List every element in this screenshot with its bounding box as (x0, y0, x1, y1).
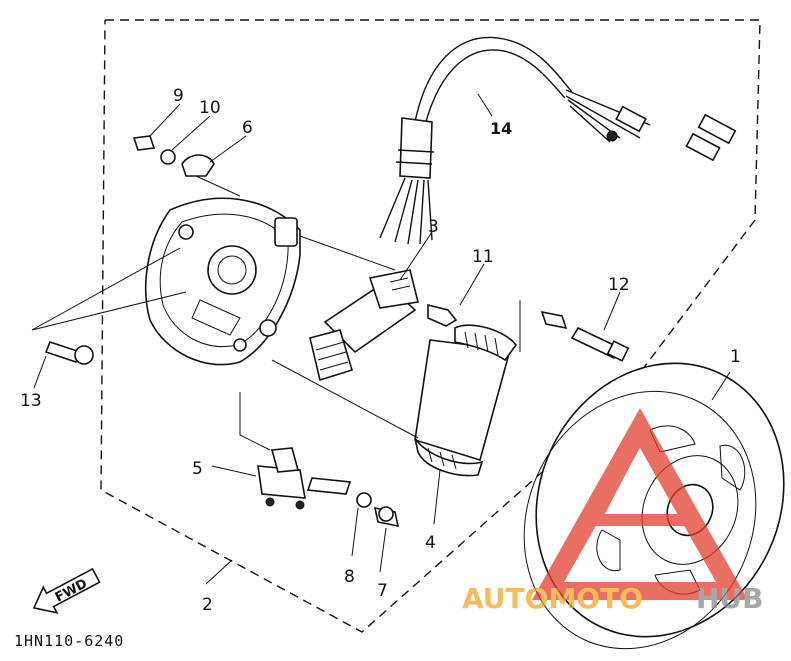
charging-coil (309, 269, 419, 382)
callout-3: 3 (428, 217, 439, 237)
screw-9 (132, 135, 156, 151)
washer-8 (356, 492, 372, 508)
clamp-12 (540, 310, 568, 330)
lighting-coil (414, 324, 517, 477)
stator-base-plate (144, 197, 301, 366)
part-code: 1HN110-6240 (14, 632, 124, 650)
callout-9: 9 (173, 86, 184, 106)
callout-1: 1 (730, 347, 741, 367)
bolt-12 (570, 326, 622, 360)
watermark-text-hub: HUB (696, 582, 764, 615)
callout-10: 10 (199, 98, 221, 118)
wire-harness (379, 36, 737, 245)
watermark: AUTOMOTO HUB (462, 408, 764, 615)
callout-2: 2 (202, 595, 213, 615)
bolt-11 (427, 303, 458, 327)
washer-10 (160, 149, 176, 165)
callout-7: 7 (377, 581, 388, 601)
callout-11: 11 (472, 247, 494, 267)
callout-labels: 1 2 3 4 5 6 7 8 9 10 11 12 13 14 (20, 86, 741, 615)
clamp-6 (181, 154, 215, 177)
callout-12: 12 (608, 275, 630, 295)
callout-14: 14 (490, 119, 512, 138)
pickup-coil (257, 447, 352, 510)
leader-lines (31, 93, 731, 585)
callout-5: 5 (192, 459, 203, 479)
hardware (44, 135, 630, 528)
callout-4: 4 (425, 533, 436, 553)
callout-6: 6 (242, 118, 253, 138)
watermark-logo-inner (585, 417, 700, 526)
watermark-text-auto: AUTOMOTO (462, 582, 643, 615)
screw-13 (44, 341, 82, 363)
callout-13: 13 (20, 391, 42, 411)
fwd-arrow: FWD (32, 567, 101, 614)
callout-8: 8 (344, 567, 355, 587)
